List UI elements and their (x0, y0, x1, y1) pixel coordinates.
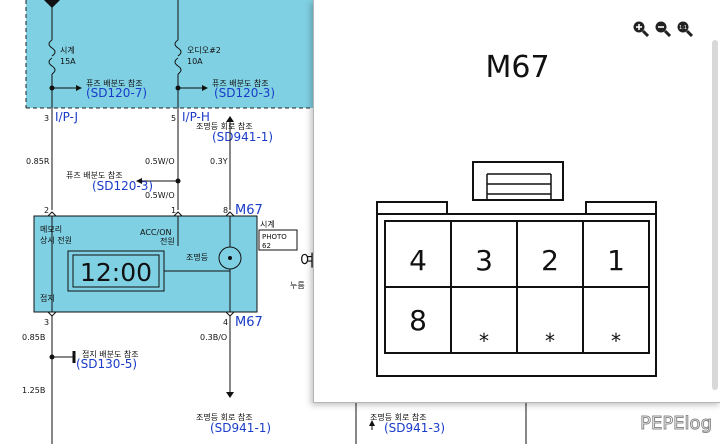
wire-mid-2: 0.5W/O (145, 191, 175, 200)
pin-cell-8: 8 (409, 304, 427, 337)
wire-mid-1: 0.5W/O (145, 157, 175, 166)
photo-label: PHOTO (262, 233, 287, 241)
ground-dist-ref-link[interactable]: (SD130-5) (76, 357, 137, 371)
pin-bottom-left: 3 (44, 318, 49, 327)
illum-ref-top-link[interactable]: (SD941-1) (212, 130, 273, 144)
fuse-left-amp: 15A (60, 57, 76, 66)
ground-label: 접지 (40, 293, 55, 303)
pin-cell-3: 3 (475, 244, 493, 277)
m67-bottom-label: M67 (235, 315, 263, 330)
zoom-out-icon[interactable] (654, 20, 672, 38)
wire-left-lowest: 1.25B (22, 386, 45, 395)
pin-cell-empty-a: * (479, 329, 489, 353)
ground-dist-label: 접지 배분도 참조 (82, 349, 139, 359)
photo-num: 62 (262, 242, 271, 250)
fuse-dist-ref-2-link[interactable]: (SD120-3) (214, 86, 275, 100)
zoom-reset-icon[interactable]: 1:1 (676, 20, 694, 38)
pin-m67-right: 8 (223, 206, 228, 215)
accon-label-2: 전원 (160, 236, 175, 246)
pin-cell-empty-b: * (545, 329, 555, 353)
side-text: 여 (300, 251, 315, 270)
connector-ip-j: I/P-J (55, 110, 78, 124)
fuse-right-name: 오디오#2 (187, 46, 221, 55)
fuse-dist-label-1: 퓨즈 배분도 참조 (86, 78, 143, 88)
m67-top-label: M67 (235, 203, 263, 218)
lamp-label: 조명등 (186, 252, 208, 262)
watermark: PEPElog (640, 413, 713, 435)
fuse-dist-label-3: 퓨즈 배분도 참조 (66, 170, 123, 180)
illum-label-top: 조명등 회로 참조 (196, 121, 253, 131)
illum-label-bottom-2: 조명등 회로 참조 (370, 412, 427, 422)
pin-bottom-right: 4 (223, 318, 228, 327)
fuse-dist-label-2: 퓨즈 배분도 참조 (212, 78, 269, 88)
memory-label-1: 메모리 (40, 225, 62, 234)
illum-label-bottom-1: 조명등 회로 참조 (196, 412, 253, 422)
wire-right-top: 0.3Y (210, 157, 228, 166)
connector-title: M67 (485, 50, 550, 85)
pin-m67-left: 2 (44, 206, 49, 215)
wire-left-top: 0.85R (26, 157, 50, 166)
pin-m67-mid: 1 (171, 206, 176, 215)
fuse-left-name: 시계 (60, 45, 75, 55)
pin-cell-4: 4 (409, 244, 427, 277)
connector-ip-h: I/P-H (182, 110, 210, 124)
junction-box (26, 0, 316, 108)
illum-ref-bottom-2-link[interactable]: (SD941-3) (384, 421, 445, 435)
pin-cell-2: 2 (541, 244, 559, 277)
fuse-dist-ref-1-link[interactable]: (SD120-7) (86, 86, 147, 100)
illum-ref-bottom-1-link[interactable]: (SD941-1) (210, 421, 271, 435)
pin-cell-1: 1 (607, 244, 625, 277)
pin-right-top: 5 (171, 114, 176, 123)
pin-cell-empty-c: * (611, 329, 621, 353)
fuse-dist-ref-3-link[interactable]: (SD120-3) (92, 179, 153, 193)
popup-scrollbar[interactable] (712, 40, 718, 390)
zoom-reset-glyph: 1:1 (679, 25, 687, 31)
memory-label-2: 상시 전원 (40, 235, 72, 245)
connector-face-drawing: 4 3 2 1 8 * * * (376, 161, 657, 377)
connector-popup: 1:1 M67 4 3 2 1 8 * * * (313, 0, 720, 403)
side-text-2: 누름 (290, 281, 305, 290)
fuse-right-amp: 10A (187, 57, 203, 66)
zoom-in-icon[interactable] (632, 20, 650, 38)
accon-label-1: ACC/ON (140, 228, 171, 237)
wire-right-bottom: 0.3B/O (200, 333, 227, 342)
clock-label: 시계 (260, 219, 275, 229)
pin-left-top: 3 (44, 114, 49, 123)
clock-display: 12:00 (80, 258, 152, 287)
wire-left-bottom: 0.85B (22, 333, 45, 342)
